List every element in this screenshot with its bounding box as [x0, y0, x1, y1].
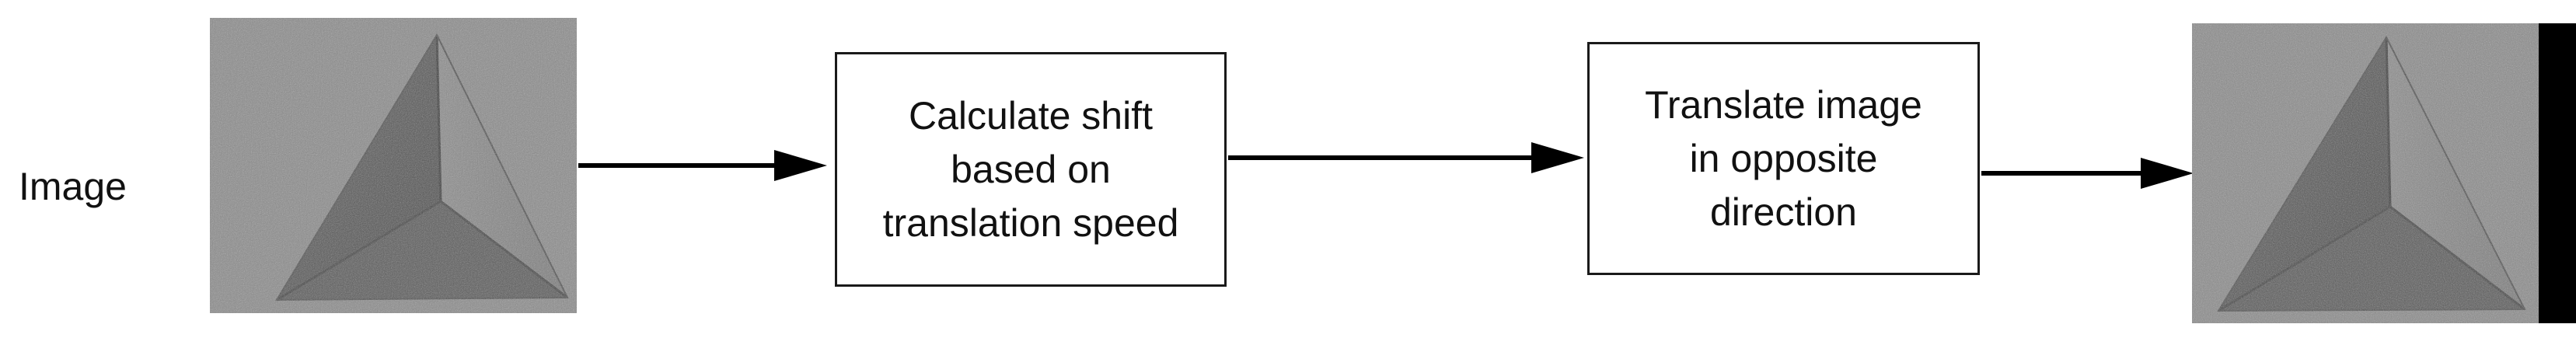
input-image-label: Image [19, 165, 127, 208]
translation-border-band [2539, 23, 2576, 323]
input-image-thumbnail [210, 18, 577, 313]
step-calculate-shift-text: Calculate shift based on translation spe… [882, 93, 1179, 245]
arrow-image-to-shift [578, 150, 827, 181]
arrow-line [1228, 155, 1545, 160]
arrow-translate-to-output [1981, 158, 2194, 189]
arrow-line [578, 163, 788, 168]
arrow-shift-to-translate [1228, 142, 1584, 173]
step-calculate-shift: Calculate shift based on translation spe… [835, 52, 1227, 287]
step-translate-image: Translate image in opposite direction [1587, 42, 1980, 275]
step-translate-image-text: Translate image in opposite direction [1645, 82, 1922, 234]
arrow-line [1981, 171, 2155, 176]
arrowhead-icon [1531, 142, 1584, 173]
pyramid-indent-image [210, 18, 577, 313]
output-image-thumbnail [2192, 23, 2576, 323]
arrowhead-icon [774, 150, 827, 181]
translated-pyramid-indent-image [2192, 23, 2576, 323]
arrowhead-icon [2141, 158, 2194, 189]
